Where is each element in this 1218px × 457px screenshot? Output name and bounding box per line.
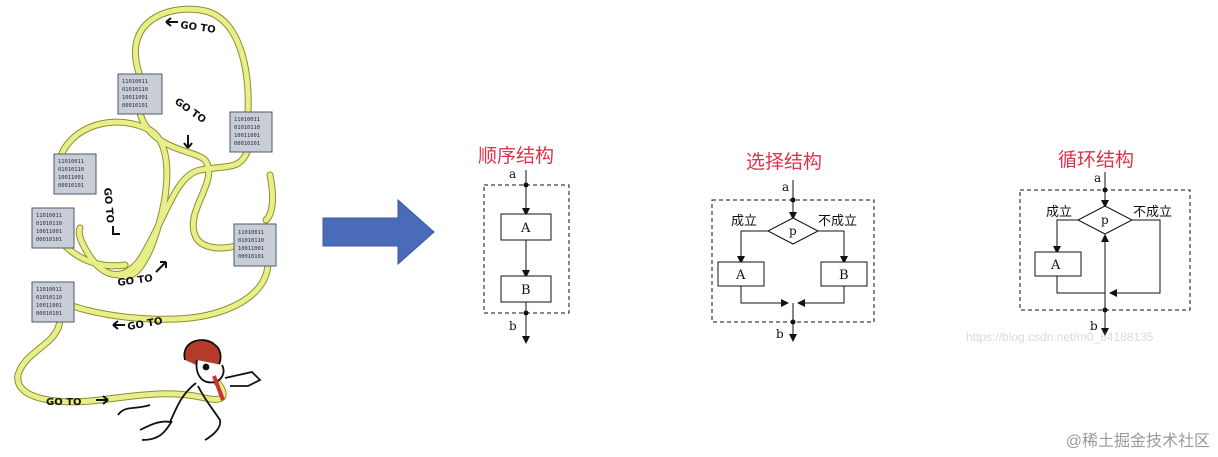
chip-line: 01010110: [36, 295, 62, 301]
branch-true-label: 成立: [1046, 205, 1072, 220]
goto-label: GO TO: [101, 187, 120, 235]
chip-line: 10011001: [234, 133, 260, 139]
chip-line: 10011001: [36, 303, 62, 309]
chip-line: 00010101: [122, 103, 148, 109]
transition-arrow: [322, 198, 435, 266]
exit-label: b: [776, 327, 784, 341]
svg-text:GO TO: GO TO: [172, 96, 207, 125]
chip-line: 11010011: [36, 287, 62, 293]
sequence-structure: 顺序结构 a A B b: [478, 145, 570, 344]
memory-chip: 11010011 01010110 10011001 00010101: [31, 207, 75, 249]
goto-label: GO TO: [172, 96, 208, 149]
loop-structure: 循环结构 a p 成立 不成立 A b: [1019, 149, 1191, 336]
process-box-label: A: [1050, 258, 1061, 273]
selection-structure: 选择结构 a p 成立 不成立 A B b: [711, 151, 875, 342]
process-box-label: A: [520, 221, 531, 236]
chip-line: 10011001: [238, 246, 264, 252]
exit-label: b: [1090, 319, 1098, 333]
chip-line: 11010011: [58, 159, 84, 165]
branch-true-label: 成立: [731, 214, 757, 229]
svg-text:GO TO: GO TO: [46, 397, 82, 408]
process-box-label: B: [839, 268, 849, 283]
process-box-label: B: [521, 283, 531, 298]
csdn-watermark: https://blog.csdn.net/m0_64188135: [966, 330, 1154, 344]
entry-label: a: [1094, 171, 1101, 185]
chip-line: 01010110: [234, 125, 260, 131]
memory-chip: 11010011 01010110 10011001 00010101: [31, 281, 75, 323]
goto-label: GO TO: [46, 395, 109, 408]
loop-title: 循环结构: [1058, 149, 1134, 171]
chip-line: 00010101: [238, 254, 264, 260]
entry-label: a: [782, 180, 789, 194]
chip-line: 00010101: [58, 183, 84, 189]
goto-label: GO TO: [165, 17, 217, 36]
chip-line: 11010011: [36, 213, 62, 219]
chip-line: 00010101: [36, 311, 62, 317]
tangled-programmer-cartoon: [117, 339, 262, 441]
juejin-watermark: @稀土掘金技术社区: [1065, 433, 1210, 450]
chip-line: 01010110: [58, 167, 84, 173]
svg-text:GO TO: GO TO: [101, 187, 115, 223]
memory-chip: 11010011 01010110 10011001 00010101: [117, 73, 163, 115]
goto-spaghetti-illustration: 11010011 01010110 10011001 00010101 1101…: [14, 5, 277, 441]
goto-label: GO TO: [117, 261, 167, 289]
condition-label: p: [789, 224, 797, 238]
chip-line: 00010101: [234, 141, 260, 147]
memory-chip: 11010011 01010110 10011001 00010101: [229, 111, 273, 153]
sequence-title: 顺序结构: [478, 145, 554, 167]
chip-line: 11010011: [238, 230, 264, 236]
selection-title: 选择结构: [746, 151, 822, 173]
chip-line: 10011001: [58, 175, 84, 181]
chip-line: 10011001: [36, 229, 62, 235]
exit-label: b: [509, 319, 517, 333]
chip-line: 01010110: [36, 221, 62, 227]
entry-label: a: [509, 167, 516, 181]
memory-chip: 11010011 01010110 10011001 00010101: [233, 223, 277, 267]
svg-text:GO TO: GO TO: [117, 273, 154, 289]
chip-line: 10011001: [122, 95, 148, 101]
chip-line: 01010110: [122, 87, 148, 93]
svg-text:GO TO: GO TO: [180, 20, 217, 36]
chip-line: 00010101: [36, 237, 62, 243]
chip-line: 11010011: [122, 79, 148, 85]
memory-chip: 11010011 01010110 10011001 00010101: [53, 153, 97, 195]
chip-line: 11010011: [234, 117, 260, 123]
branch-false-label: 不成立: [818, 214, 857, 229]
condition-label: p: [1101, 213, 1109, 227]
yellow-cables: [14, 5, 277, 406]
process-box-label: A: [735, 268, 746, 283]
chip-line: 01010110: [238, 238, 264, 244]
branch-false-label: 不成立: [1133, 205, 1172, 220]
